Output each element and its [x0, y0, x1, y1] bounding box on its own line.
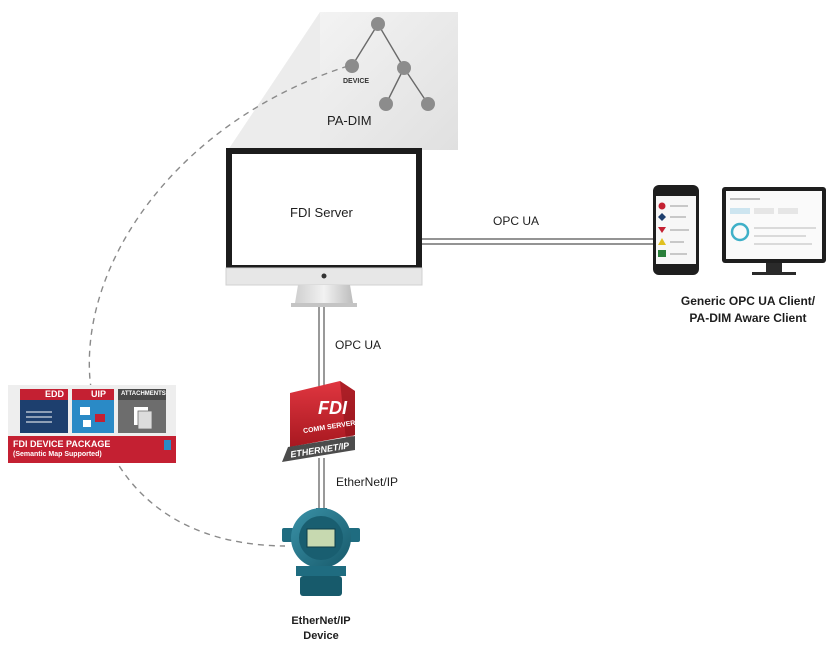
- client-label-line1: Generic OPC UA Client/: [680, 294, 816, 308]
- comm-server-brand: FDI: [318, 398, 347, 418]
- device-label: EtherNet/IP Device: [261, 614, 381, 644]
- package-tile-attachments: ATTACHMENTS: [121, 391, 166, 397]
- tree-node-device: [345, 59, 359, 73]
- opcua-client-link-label: OPC UA: [493, 214, 540, 228]
- desktop-monitor-icon: [722, 187, 826, 275]
- device-node-label: DEVICE: [343, 78, 370, 85]
- opcua-client-link: [420, 238, 656, 245]
- tree-node-leaf-left: [379, 97, 393, 111]
- client-label-line2: PA-DIM Aware Client: [689, 311, 807, 325]
- device-label-line2: Device: [303, 630, 339, 642]
- comm-server-box: [282, 381, 355, 462]
- package-tile-uip: UIP: [91, 389, 107, 399]
- padim-label: PA-DIM: [327, 113, 372, 128]
- opcua-comm-link-label: OPC UA: [335, 338, 382, 352]
- fdi-server-monitor: [225, 148, 423, 307]
- opcua-comm-link: [318, 306, 325, 392]
- device-label-line1: EtherNet/IP: [291, 615, 351, 627]
- package-title: FDI DEVICE PACKAGE: [13, 439, 111, 449]
- package-subtitle: (Semantic Map Supported): [13, 451, 102, 458]
- transmitter-icon: [282, 508, 360, 596]
- client-label: Generic OPC UA Client/ PA-DIM Aware Clie…: [660, 293, 836, 327]
- ethernetip-link-label: EtherNet/IP: [336, 475, 399, 489]
- ethernetip-device-link: [318, 458, 325, 508]
- tree-node-mid: [397, 61, 411, 75]
- package-tile-edd: EDD: [45, 389, 65, 399]
- tree-node-root: [371, 17, 385, 31]
- padim-box: [228, 12, 458, 150]
- fdi-server-label: FDI Server: [290, 205, 353, 220]
- tree-node-leaf-right: [421, 97, 435, 111]
- smartphone-icon: [653, 185, 699, 275]
- semantic-map-dashed-link: [88, 65, 349, 547]
- fdi-device-package-card: [8, 385, 176, 463]
